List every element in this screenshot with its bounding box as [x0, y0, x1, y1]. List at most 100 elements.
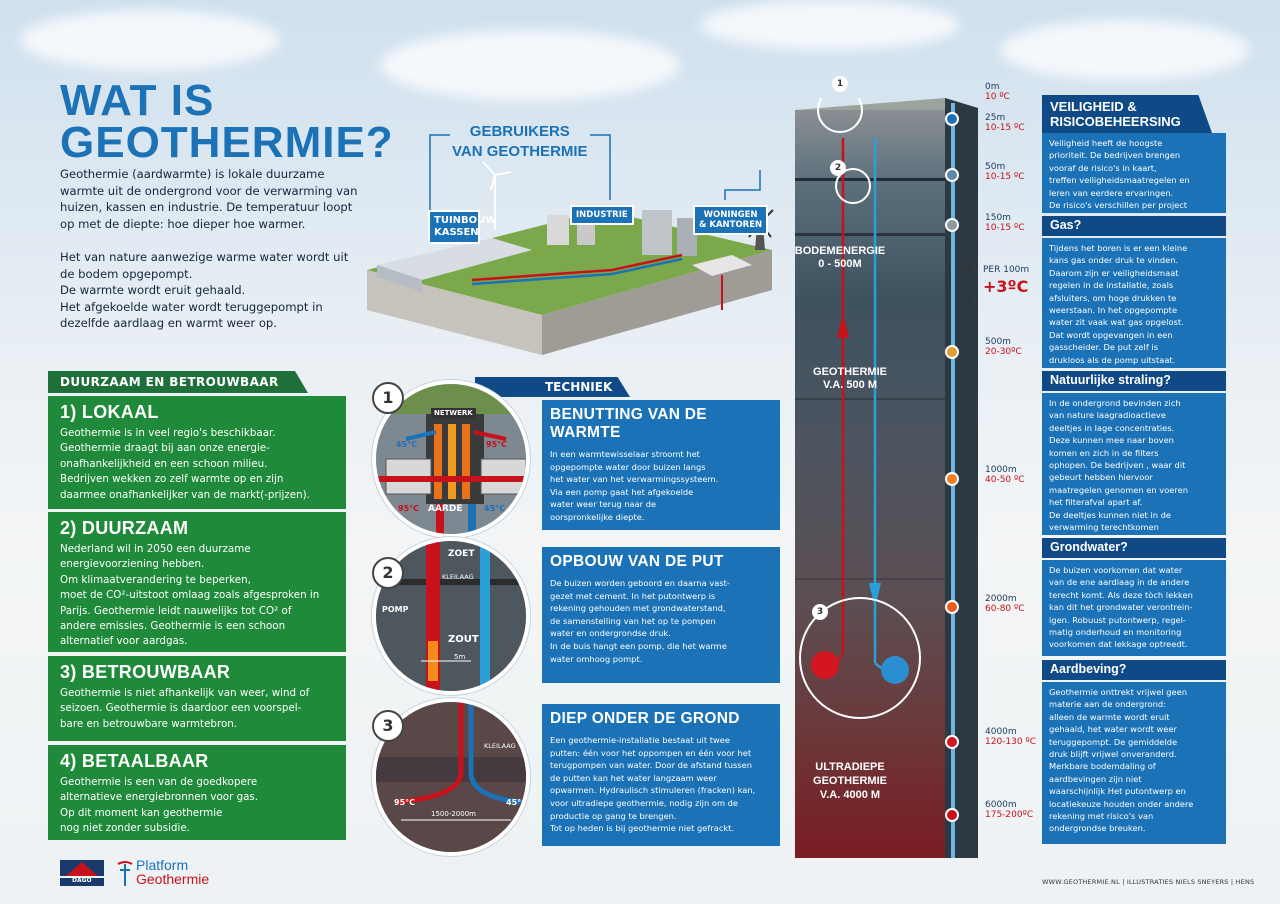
- risk-text-aardbeving: Geothermie onttrekt vrijwel geen materie…: [1042, 682, 1226, 844]
- rate-label: PER 100m: [983, 265, 1030, 275]
- circle3-temp-label: 45°C: [506, 798, 528, 807]
- landscape-illustration: [367, 210, 772, 355]
- depth-marker-dot: [945, 472, 959, 486]
- tech-circle-well-build: ZOET KLEILAAG POMP ZOUT 5m: [372, 537, 530, 695]
- circle1-aarde-label: AARDE: [428, 504, 463, 514]
- circle3-distance-label: 1500-2000m: [431, 810, 476, 818]
- risk-text-straling: In de ondergrond bevinden zich van natur…: [1042, 393, 1226, 535]
- risk-heading: VEILIGHEID & RISICOBEHEERSING: [1042, 95, 1212, 133]
- tech-circle-deep-ground: KLEILAAG 95°C 45°C 1500-2000m: [372, 698, 530, 856]
- users-connector-lines: [429, 134, 761, 225]
- tech-number-1: 1: [372, 382, 404, 414]
- shaft-marker-3: 3: [812, 604, 828, 620]
- logo-text-platform: Platform: [136, 857, 189, 873]
- wind-turbine-icon: [482, 161, 512, 230]
- footer-credits: WWW.GEOTHERMIE.NL | ILLUSTRATIES NIELS S…: [1042, 878, 1255, 886]
- circle1-temp-label: 45°C: [396, 440, 418, 449]
- tech-box-title: BENUTTING VAN DE WARMTE: [550, 406, 707, 441]
- label-tuinbouw: TUINBOUW KASSEN: [428, 210, 496, 244]
- green-item-text: Geothermie is een van de goedkopere alte…: [60, 776, 259, 835]
- green-item-betrouwbaar: 3) BETROUWBAAR Geothermie is niet afhank…: [48, 656, 346, 741]
- tech-number-2: 2: [372, 557, 404, 589]
- circle1-temp-label: 95°C: [486, 440, 508, 449]
- tech-circle-heat-exchange: NETWERK 45°C 95°C 95°C AARDE 45°C: [372, 380, 530, 538]
- page-title: WAT IS GEOTHERMIE?: [60, 76, 394, 167]
- circle2-kleilaag-label: KLEILAAG: [442, 573, 474, 581]
- platform-geothermie-logo: Platform Geothermie: [116, 858, 209, 886]
- green-section-tag: DUURZAAM EN BETROUWBAAR: [48, 371, 308, 393]
- tech-box-warmte: BENUTTING VAN DE WARMTE In een warmtewis…: [542, 400, 780, 530]
- users-title: GEBRUIKERS VAN GEOTHERMIE: [452, 123, 588, 160]
- dago-logo-text: DAGO: [72, 877, 92, 884]
- circle1-netwerk-label: NETWERK: [431, 408, 476, 418]
- label-industrie: INDUSTRIE: [570, 205, 634, 225]
- green-item-title: 2) DUURZAAM: [60, 518, 189, 538]
- circle1-temp-label: 95°C: [398, 504, 420, 513]
- cloud: [1000, 20, 1250, 80]
- rate-value: +3ºC: [983, 277, 1029, 296]
- green-item-text: Geothermie is in veel regio's beschikbaa…: [60, 427, 310, 501]
- green-item-text: Nederland wil in 2050 een duurzame energ…: [60, 543, 320, 648]
- risk-text-gas: Tijdens het boren is er een kleine kans …: [1042, 238, 1226, 368]
- tech-box-title: DIEP ONDER DE GROND: [550, 710, 740, 727]
- depth-marker-dot: [945, 218, 959, 232]
- depth-marker-dot: [945, 345, 959, 359]
- green-item-duurzaam: 2) DUURZAAM Nederland wil in 2050 een du…: [48, 512, 346, 652]
- shaft-label-bodem: BODEMENERGIE 0 - 500M: [794, 245, 886, 270]
- shaft-label-ultradiep: ULTRADIEPE GEOTHERMIE V.A. 4000 M: [813, 761, 887, 801]
- risk-head-gas: Gas?: [1042, 216, 1226, 236]
- intro-text: Geothermie (aardwarmte) is lokale duurza…: [60, 167, 358, 331]
- green-item-title: 1) LOKAAL: [60, 402, 159, 422]
- risk-text-grondwater: De buizen voorkomen dat water van de ene…: [1042, 560, 1226, 656]
- rate-arrow-icon: [964, 262, 974, 302]
- tech-box-grond: DIEP ONDER DE GROND Een geothermie-insta…: [542, 704, 780, 846]
- depth-marker-dot: [945, 168, 959, 182]
- cloud: [20, 10, 280, 70]
- heat-exchanger-illustration: [376, 384, 526, 534]
- tech-box-text: De buizen worden geboord en daarna vast-…: [550, 578, 730, 664]
- circle2-zout-label: ZOUT: [448, 634, 479, 645]
- circle1-temp-label: 45°C: [484, 504, 506, 513]
- circle2-distance-label: 5m: [454, 653, 466, 661]
- green-item-title: 3) BETROUWBAAR: [60, 662, 231, 682]
- green-item-title: 4) BETAALBAAR: [60, 751, 209, 771]
- circle2-zoet-label: ZOET: [448, 549, 475, 559]
- circle2-pomp-label: POMP: [382, 605, 409, 614]
- depth-marker-dot: [945, 600, 959, 614]
- cloud: [700, 0, 960, 50]
- shaft-marker-2: 2: [830, 160, 846, 176]
- green-item-betaalbaar: 4) BETAALBAAR Geothermie is een van de g…: [48, 745, 346, 840]
- label-woningen: WONINGEN & KANTOREN: [693, 205, 769, 235]
- risk-head-grondwater: Grondwater?: [1042, 538, 1226, 558]
- risk-head-aardbeving: Aardbeving?: [1042, 660, 1226, 680]
- green-item-lokaal: 1) LOKAAL Geothermie is in veel regio's …: [48, 396, 346, 509]
- tech-box-text: In een warmtewisselaar stroomt het opgep…: [550, 449, 719, 522]
- tech-box-text: Een geothermie-installatie bestaat uit t…: [550, 735, 756, 834]
- depth-marker-dot: [945, 735, 959, 749]
- cloud: [380, 30, 680, 100]
- green-item-text: Geothermie is niet afhankelijk van weer,…: [60, 687, 310, 730]
- shaft-marker-1: 1: [832, 76, 848, 92]
- risk-intro: Veiligheid heeft de hoogste prioriteit. …: [1042, 133, 1226, 213]
- tech-number-3: 3: [372, 710, 404, 742]
- tech-box-put: OPBOUW VAN DE PUT De buizen worden geboo…: [542, 547, 780, 683]
- tech-box-title: OPBOUW VAN DE PUT: [550, 553, 724, 570]
- circle3-kleilaag-label: KLEILAAG: [484, 742, 516, 750]
- geological-shaft: [795, 98, 978, 858]
- shaft-label-geothermie: GEOTHERMIE V.A. 500 M: [813, 366, 887, 391]
- risk-head-straling: Natuurlijke straling?: [1042, 371, 1226, 391]
- techniek-tag: TECHNIEK: [475, 377, 630, 397]
- depth-marker-dot: [945, 112, 959, 126]
- circle3-temp-label: 95°C: [394, 798, 416, 807]
- dago-logo: DAGO: [60, 860, 104, 886]
- depth-marker-dot: [945, 808, 959, 822]
- well-structure-illustration: [376, 541, 526, 691]
